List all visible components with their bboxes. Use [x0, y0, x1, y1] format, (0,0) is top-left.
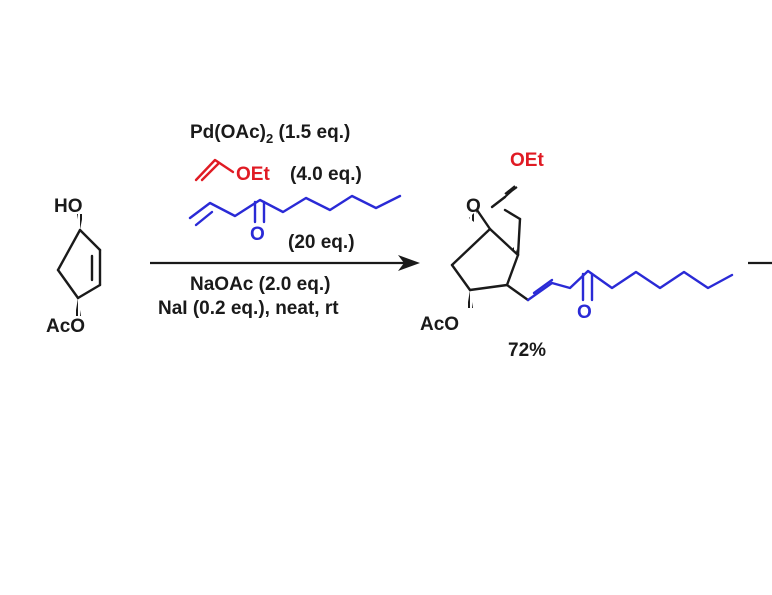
product-structure: [450, 185, 530, 308]
vinyl-ether-structure: [194, 158, 235, 182]
enone-oxygen-label: O: [250, 224, 265, 245]
product-side-chain: [526, 269, 734, 302]
reaction-arrowhead: [398, 255, 420, 271]
enone-equiv-label: (20 eq.): [288, 232, 355, 253]
product-ethoxy-label: OEt: [510, 150, 544, 171]
hashed-bond-product-o: [469, 210, 477, 222]
hashed-bond-oac: [75, 298, 81, 316]
enone-structure: [188, 194, 402, 227]
hashed-bond-product-h: [511, 246, 518, 255]
vinyl-ether-oet-label: OEt: [236, 164, 270, 185]
hydroxyl-label: HO: [54, 196, 83, 217]
vinyl-ether-equiv-label: (4.0 eq.): [290, 164, 362, 185]
side-chain-link-bond: [505, 283, 530, 302]
bicyclic-core: [450, 195, 522, 292]
cyclopentene-ring: [56, 228, 102, 300]
product-acetoxy-label: AcO: [420, 314, 459, 335]
acetoxy-label-start: AcO: [46, 316, 85, 337]
base-label: NaOAc (2.0 eq.): [190, 274, 330, 295]
hashed-bond-oh: [77, 214, 83, 230]
hashed-bond-product-oac: [467, 290, 473, 308]
starting-material: [56, 214, 102, 316]
anomeric-wavy-bond: [504, 185, 518, 198]
product-ring-oxygen-label: O: [466, 196, 481, 217]
product-yield-label: 72%: [508, 340, 546, 361]
catalyst-label: Pd(OAc)2 (1.5 eq.): [190, 122, 350, 146]
product-ketone-oxygen-label: O: [577, 302, 592, 323]
additive-label: NaI (0.2 eq.), neat, rt: [158, 298, 339, 319]
